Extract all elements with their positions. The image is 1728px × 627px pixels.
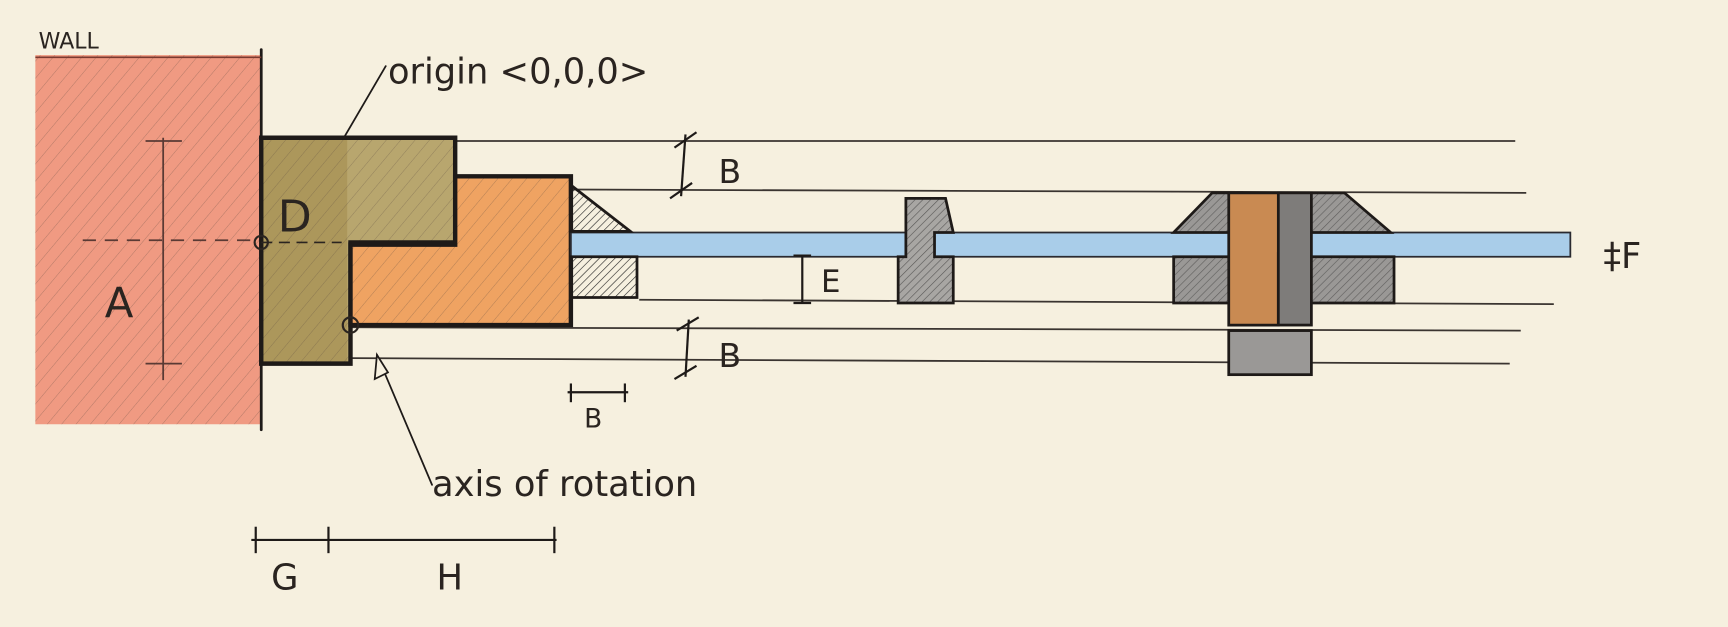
rod-support-middle <box>896 196 955 305</box>
dimension-b-bottom-label: B <box>719 336 742 375</box>
rod-bracket-left <box>569 182 639 299</box>
dimension-f-label: ‡F <box>1603 236 1641 277</box>
wall <box>35 48 263 432</box>
rotating-piece <box>348 174 574 328</box>
dimension-a-label: A <box>105 278 134 327</box>
dimension-b-bottom <box>673 316 700 381</box>
origin-label: origin <0,0,0> <box>388 52 648 93</box>
axis-leader <box>376 353 433 486</box>
dimension-e-label: E <box>821 264 841 300</box>
axis-label: axis of rotation <box>432 464 697 505</box>
rod <box>570 231 1572 258</box>
dimension-g-label: G <box>271 558 298 599</box>
hinge-base-piece <box>259 135 458 366</box>
dimension-b-width <box>567 383 629 403</box>
axis-arrowhead <box>373 352 390 381</box>
dimension-a <box>82 137 262 381</box>
wall-label: WALL <box>39 29 100 54</box>
guide-lines <box>350 140 1554 365</box>
dimension-b-width-label: B <box>584 404 602 435</box>
axis-point <box>341 316 360 334</box>
dimension-e <box>793 254 812 305</box>
d-label: D <box>278 191 312 242</box>
dimension-g-h <box>251 526 557 554</box>
dimension-h-label: H <box>436 558 463 599</box>
dimension-b-top <box>669 131 698 200</box>
dimension-b-top-label: B <box>719 152 742 191</box>
rod-joint-right <box>1170 191 1396 377</box>
origin-leader <box>343 65 387 139</box>
